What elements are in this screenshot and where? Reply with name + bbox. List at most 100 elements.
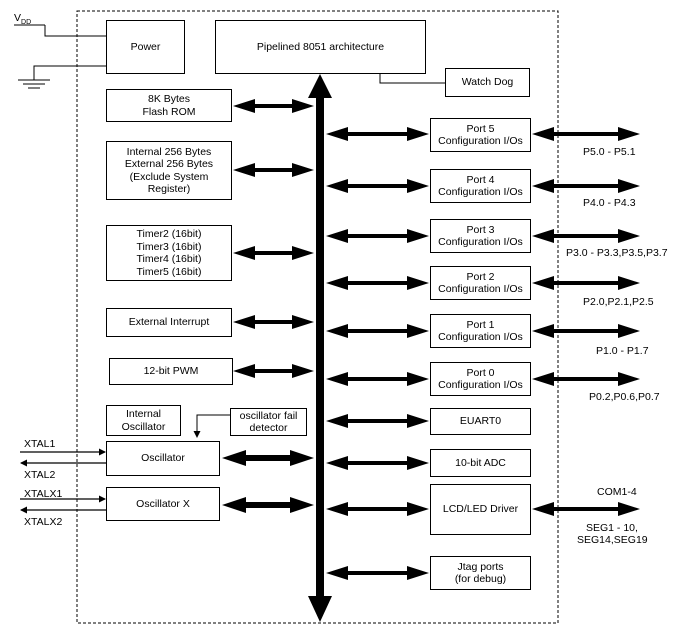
block-text-line: Internal 256 Bytes bbox=[126, 145, 212, 158]
block-text-line: (Exclude System bbox=[129, 170, 209, 183]
lcd-bus-arrow bbox=[326, 502, 429, 516]
block-text-line: Configuration I/Os bbox=[438, 236, 523, 248]
vdd-label: VDD bbox=[14, 12, 32, 26]
ext-int-bus-arrow bbox=[233, 315, 314, 329]
block-text-line: Port 3 bbox=[466, 223, 495, 236]
gnd-to-power-wire bbox=[33, 65, 106, 80]
block-text-line: Port 1 bbox=[466, 318, 495, 331]
block-text-line: Register) bbox=[147, 183, 191, 195]
oscillator-x-bus-arrow bbox=[222, 497, 314, 513]
adc-bus-arrow bbox=[326, 456, 429, 470]
pin-label-p4: P4.0 - P4.3 bbox=[583, 197, 636, 209]
port1-bus-arrow bbox=[326, 324, 429, 338]
chip-boundary bbox=[76, 10, 559, 624]
block-text-line: Port 0 bbox=[466, 366, 495, 379]
p3-pin-arrow bbox=[532, 229, 640, 243]
oscillator-bus-arrow bbox=[222, 450, 314, 466]
block-text-line: Timer4 (16bit) bbox=[136, 253, 202, 265]
block-text-line: (for debug) bbox=[454, 573, 507, 585]
watchdog-link bbox=[379, 74, 445, 84]
pin-label-p0: P0.2,P0.6,P0.7 bbox=[589, 391, 660, 403]
block-text-line: Timer3 (16bit) bbox=[136, 240, 202, 253]
p5-pin-arrow bbox=[532, 127, 640, 141]
block-text-line: 10-bit ADC bbox=[455, 456, 506, 469]
p1-pin-arrow bbox=[532, 324, 640, 338]
block-text-line: Configuration I/Os bbox=[438, 186, 523, 198]
p4-pin-arrow bbox=[532, 179, 640, 193]
block-text-line: Jtag ports bbox=[457, 560, 504, 573]
timers-block: Timer2 (16bit)Timer3 (16bit)Timer4 (16bi… bbox=[106, 225, 232, 281]
block-text-line: Oscillator bbox=[141, 452, 185, 465]
block-text-line: Timer5 (16bit) bbox=[136, 265, 202, 278]
pin-label-xtalx2: XTALX2 bbox=[24, 516, 63, 528]
block-text-line: LCD/LED Driver bbox=[442, 503, 519, 516]
block-text-line: 8K Bytes bbox=[147, 93, 191, 105]
lcd-driver-block: LCD/LED Driver bbox=[430, 484, 531, 535]
block-text-line: Oscillator bbox=[121, 420, 166, 433]
timers-bus-arrow bbox=[233, 246, 314, 260]
pin-label-xtal1: XTAL1 bbox=[24, 438, 56, 450]
pin-label-p2: P2.0,P2.1,P2.5 bbox=[583, 296, 654, 308]
pin-label-p5: P5.0 - P5.1 bbox=[583, 146, 636, 158]
block-text-line: Watch Dog bbox=[461, 76, 514, 89]
euart-bus-arrow bbox=[326, 414, 429, 428]
vdd-to-power-wire bbox=[44, 25, 106, 37]
port4-bus-arrow bbox=[326, 179, 429, 193]
adc-block: 10-bit ADC bbox=[430, 449, 531, 477]
block-text-line: EUART0 bbox=[459, 415, 502, 428]
oscillator-x-block: Oscillator X bbox=[106, 487, 220, 521]
block-text-line: Configuration I/Os bbox=[438, 379, 523, 391]
block-text-line: Timer2 (16bit) bbox=[136, 228, 202, 240]
ram-bus-arrow bbox=[233, 163, 314, 177]
block-text-line: Oscillator X bbox=[136, 497, 190, 510]
external-interrupt-block: External Interrupt bbox=[106, 308, 232, 337]
power-block: Power bbox=[106, 20, 185, 74]
port0-bus-arrow bbox=[326, 372, 429, 386]
block-text-line: Configuration I/Os bbox=[438, 135, 523, 147]
p0-pin-arrow bbox=[532, 372, 640, 386]
core-block: Pipelined 8051 architecture bbox=[215, 20, 426, 74]
port3-bus-arrow bbox=[326, 229, 429, 243]
pin-label-xtal2: XTAL2 bbox=[24, 469, 56, 481]
port5-bus-arrow bbox=[326, 127, 429, 141]
pin-label-seg2: SEG14,SEG19 bbox=[577, 534, 648, 546]
port2-bus-arrow bbox=[326, 276, 429, 290]
block-text-line: Power bbox=[130, 40, 161, 53]
block-text-line: Configuration I/Os bbox=[438, 283, 523, 295]
block-text-line: oscillator fail bbox=[239, 409, 298, 422]
bus-layer bbox=[20, 74, 640, 622]
block-text-line: 12-bit PWM bbox=[143, 365, 199, 378]
pin-label-com: COM1-4 bbox=[597, 486, 637, 498]
block-text-line: detector bbox=[249, 422, 288, 434]
block-text-line: Pipelined 8051 architecture bbox=[256, 40, 385, 53]
block-text-line: Flash ROM bbox=[142, 105, 196, 118]
oscillator-block: Oscillator bbox=[106, 441, 220, 476]
block-text-line: Configuration I/Os bbox=[438, 331, 523, 343]
pwm-block: 12-bit PWM bbox=[109, 358, 233, 385]
flash-rom-bus-arrow bbox=[233, 99, 314, 113]
internal-osc-to-detector-link bbox=[193, 414, 230, 438]
euart-block: EUART0 bbox=[430, 408, 531, 435]
pin-label-seg1: SEG1 - 10, bbox=[586, 522, 638, 534]
lcd-pin-arrow bbox=[532, 502, 640, 516]
pwm-bus-arrow bbox=[233, 364, 314, 378]
ground-symbol-icon bbox=[18, 79, 50, 89]
main-bus-arrow bbox=[308, 74, 332, 622]
pin-label-p3: P3.0 - P3.3,P3.5,P3.7 bbox=[566, 247, 668, 259]
watchdog-block: Watch Dog bbox=[445, 68, 530, 97]
block-text-line: Port 5 bbox=[466, 122, 495, 135]
block-text-line: External Interrupt bbox=[128, 316, 210, 329]
pin-label-xtalx1: XTALX1 bbox=[24, 488, 63, 500]
jtag-block: Jtag ports(for debug) bbox=[430, 556, 531, 590]
